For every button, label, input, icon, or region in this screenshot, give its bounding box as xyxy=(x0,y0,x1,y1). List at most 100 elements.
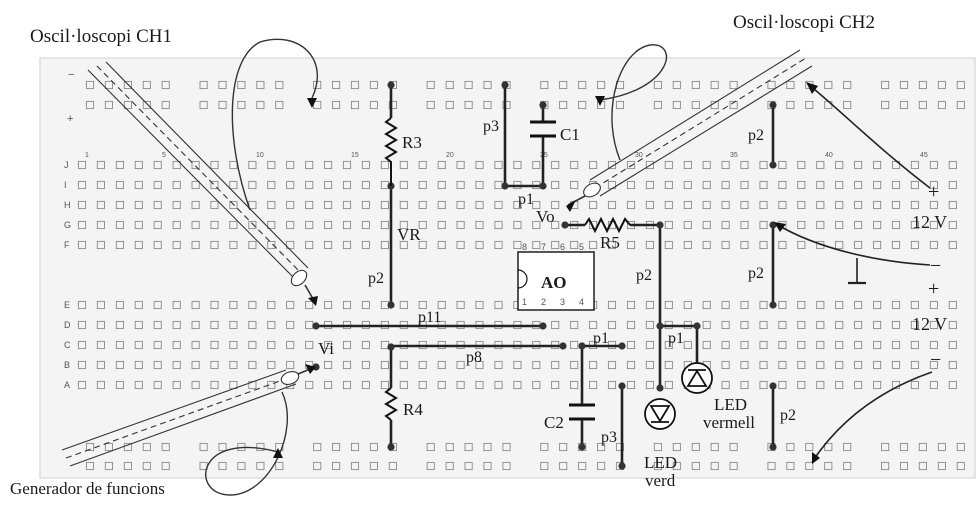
hole xyxy=(172,340,181,350)
rail-hole xyxy=(540,442,549,452)
resistors xyxy=(384,117,631,421)
hole xyxy=(702,160,711,170)
hole xyxy=(702,180,711,190)
rail-hole xyxy=(369,461,378,471)
hole xyxy=(437,160,446,170)
rail-hole xyxy=(313,461,322,471)
row-label-g: G xyxy=(64,220,71,230)
hole xyxy=(475,160,484,170)
hole xyxy=(494,360,503,370)
rail-hole xyxy=(332,100,341,110)
rail-hole xyxy=(937,80,946,90)
hole xyxy=(948,220,957,230)
arrow-gen xyxy=(305,364,316,374)
row-label-f: F xyxy=(64,240,70,250)
hole xyxy=(172,160,181,170)
op-amp-label: AO xyxy=(541,273,567,292)
hole xyxy=(418,220,427,230)
rail-hole xyxy=(256,442,265,452)
led-green-symbol xyxy=(649,405,671,423)
hole xyxy=(191,360,200,370)
hole xyxy=(551,380,560,390)
hole xyxy=(835,340,844,350)
hole xyxy=(134,380,143,390)
hole xyxy=(494,240,503,250)
hole xyxy=(759,220,768,230)
hole xyxy=(380,160,389,170)
hole xyxy=(797,220,806,230)
hole xyxy=(115,180,124,190)
wire-end-dot xyxy=(387,443,395,451)
hole xyxy=(721,160,730,170)
hole xyxy=(456,360,465,370)
hole xyxy=(929,160,938,170)
hole xyxy=(835,240,844,250)
rail-hole xyxy=(464,100,473,110)
hole xyxy=(475,240,484,250)
row-label-i: I xyxy=(64,180,67,190)
arrow-ch1 xyxy=(308,296,318,306)
hole xyxy=(797,180,806,190)
rail-hole xyxy=(824,80,833,90)
hole xyxy=(891,220,901,230)
hole xyxy=(683,340,692,350)
label-p2-right-bottom: p2 xyxy=(780,407,796,424)
hole xyxy=(797,240,806,250)
hole xyxy=(494,380,503,390)
hole xyxy=(702,340,711,350)
hole xyxy=(267,340,276,350)
hole xyxy=(134,240,143,250)
pin-4: 4 xyxy=(579,297,584,307)
rail-hole xyxy=(218,80,227,90)
rail-hole xyxy=(256,100,265,110)
hole xyxy=(797,320,806,330)
hole xyxy=(740,300,749,310)
hole xyxy=(418,180,427,190)
hole xyxy=(210,340,219,350)
rail-hole xyxy=(578,80,587,90)
hole xyxy=(910,240,919,250)
hole xyxy=(96,240,105,250)
hole xyxy=(778,200,787,210)
supply-leads xyxy=(775,83,933,463)
hole xyxy=(778,180,787,190)
hole xyxy=(324,180,333,190)
wire-end-dot xyxy=(656,384,664,392)
hole xyxy=(305,300,314,310)
hole xyxy=(645,160,654,170)
hole xyxy=(456,300,465,310)
hole xyxy=(645,200,654,210)
hole xyxy=(475,200,484,210)
rail-hole xyxy=(956,461,965,471)
label-p8: p8 xyxy=(466,349,482,366)
wire-end-dot xyxy=(539,322,547,330)
label-minus-bottom: − xyxy=(930,349,941,371)
label-p3-top: p3 xyxy=(483,118,499,135)
hole xyxy=(172,240,181,250)
scope-ch1-cable-core xyxy=(96,65,303,275)
hole xyxy=(96,380,105,390)
hole xyxy=(589,320,598,330)
hole xyxy=(210,380,219,390)
hole xyxy=(702,240,711,250)
rail-hole xyxy=(502,461,511,471)
hole xyxy=(342,160,352,170)
hole xyxy=(153,220,162,230)
hole xyxy=(683,200,692,210)
hole xyxy=(891,240,901,250)
hole xyxy=(229,320,238,330)
hole xyxy=(570,340,579,350)
hole xyxy=(873,360,882,370)
rail-hole xyxy=(710,80,719,90)
hole xyxy=(721,300,730,310)
hole xyxy=(248,220,257,230)
wire-end-dot xyxy=(387,301,395,309)
label-vr: VR xyxy=(397,225,421,244)
hole xyxy=(929,320,938,330)
hole xyxy=(948,240,957,250)
rail-hole xyxy=(161,442,170,452)
label-c1: C1 xyxy=(560,125,580,144)
hole xyxy=(626,340,636,350)
led-red-symbol xyxy=(686,369,708,387)
hole xyxy=(664,380,673,390)
